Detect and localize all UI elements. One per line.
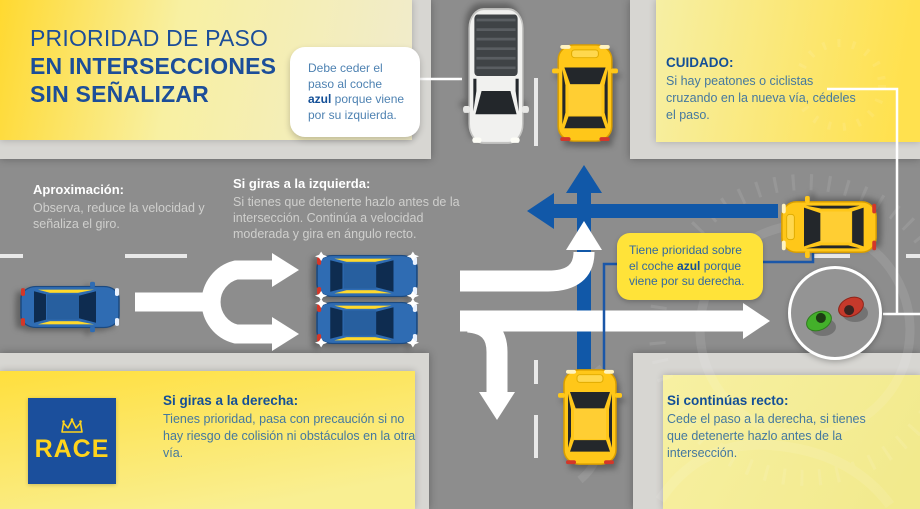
turn-right-title: Si giras a la derecha: [163,393,299,408]
blue-car-signaling-lower [315,298,419,348]
yellow-car-top [552,44,618,142]
white-pickup-car [463,8,529,144]
race-logo: RACE [28,398,116,484]
yield-callout-text: Debe ceder el paso al coche [308,61,383,91]
caution-note: CUIDADO: Si hay peatones o ciclistas cru… [666,54,861,124]
pedestrian-green [806,310,836,336]
panel-top-right [656,0,920,142]
page-title: PRIORIDAD DE PASO EN INTERSECCIONES SIN … [30,24,276,108]
blue-arrow-up-head [566,165,602,193]
white-arrow-up-head [566,221,602,250]
white-connectors [418,77,920,316]
lane-dashes [0,78,920,458]
race-logo-text: RACE [34,435,110,463]
caution-title: CUIDADO: [666,55,734,70]
turn-signal-sparkles [315,298,419,348]
priority-callout-text: Tiene prioridad sobre el coche [629,243,742,273]
turn-left-note: Si giras a la izquierda: Si tienes que d… [233,176,465,242]
white-arrow-down-head [479,392,515,420]
approach-title: Aproximación: [33,182,125,197]
white-fork-lower-head [272,317,299,351]
turn-left-body: Si tienes que detenerte hazlo antes de l… [233,195,460,241]
yellow-car-right [781,195,877,259]
blue-car-signaling-upper [315,251,419,301]
panel-bottom-right [663,375,920,509]
blue-arrow-left-head [527,193,554,229]
turn-right-body: Tienes prioridad, pasa con precaución si… [163,412,416,460]
turn-signal-sparkles [315,251,419,301]
crown-icon [61,418,83,433]
caution-body: Si hay peatones o ciclistas cruzando en … [666,74,856,122]
yellow-car-bottom [558,369,622,465]
turn-right-note: Si giras a la derecha: Tienes prioridad,… [163,392,421,462]
yield-callout-bubble: Debe ceder el paso al coche azul porque … [290,47,420,137]
approach-note: Aproximación: Observa, reduce la velocid… [33,182,213,232]
straight-note: Si continúas recto: Cede el paso a la de… [667,392,882,462]
white-maneuver-arrows [135,221,770,420]
page-title-line1: PRIORIDAD DE PASO [30,25,269,51]
pedestrian-red [838,296,868,322]
straight-body: Cede el paso a la derecha, si tienes que… [667,412,866,460]
page-title-line3: SIN SEÑALIZAR [30,81,209,107]
priority-callout-bubble: Tiene prioridad sobre el coche azul porq… [617,233,763,300]
white-fork-upper-head [272,253,299,287]
page-title-line2: EN INTERSECCIONES [30,53,277,79]
yield-callout-bold-word: azul [308,92,332,106]
turn-left-title: Si giras a la izquierda: [233,176,371,191]
straight-title: Si continúas recto: [667,393,789,408]
priority-callout-bold-word: azul [677,258,701,273]
blue-car-left [20,281,120,333]
white-arrow-right-head [743,303,770,339]
approach-body: Observa, reduce la velocidad y señaliza … [33,201,205,231]
pedestrian-crossing-circle [788,266,882,360]
